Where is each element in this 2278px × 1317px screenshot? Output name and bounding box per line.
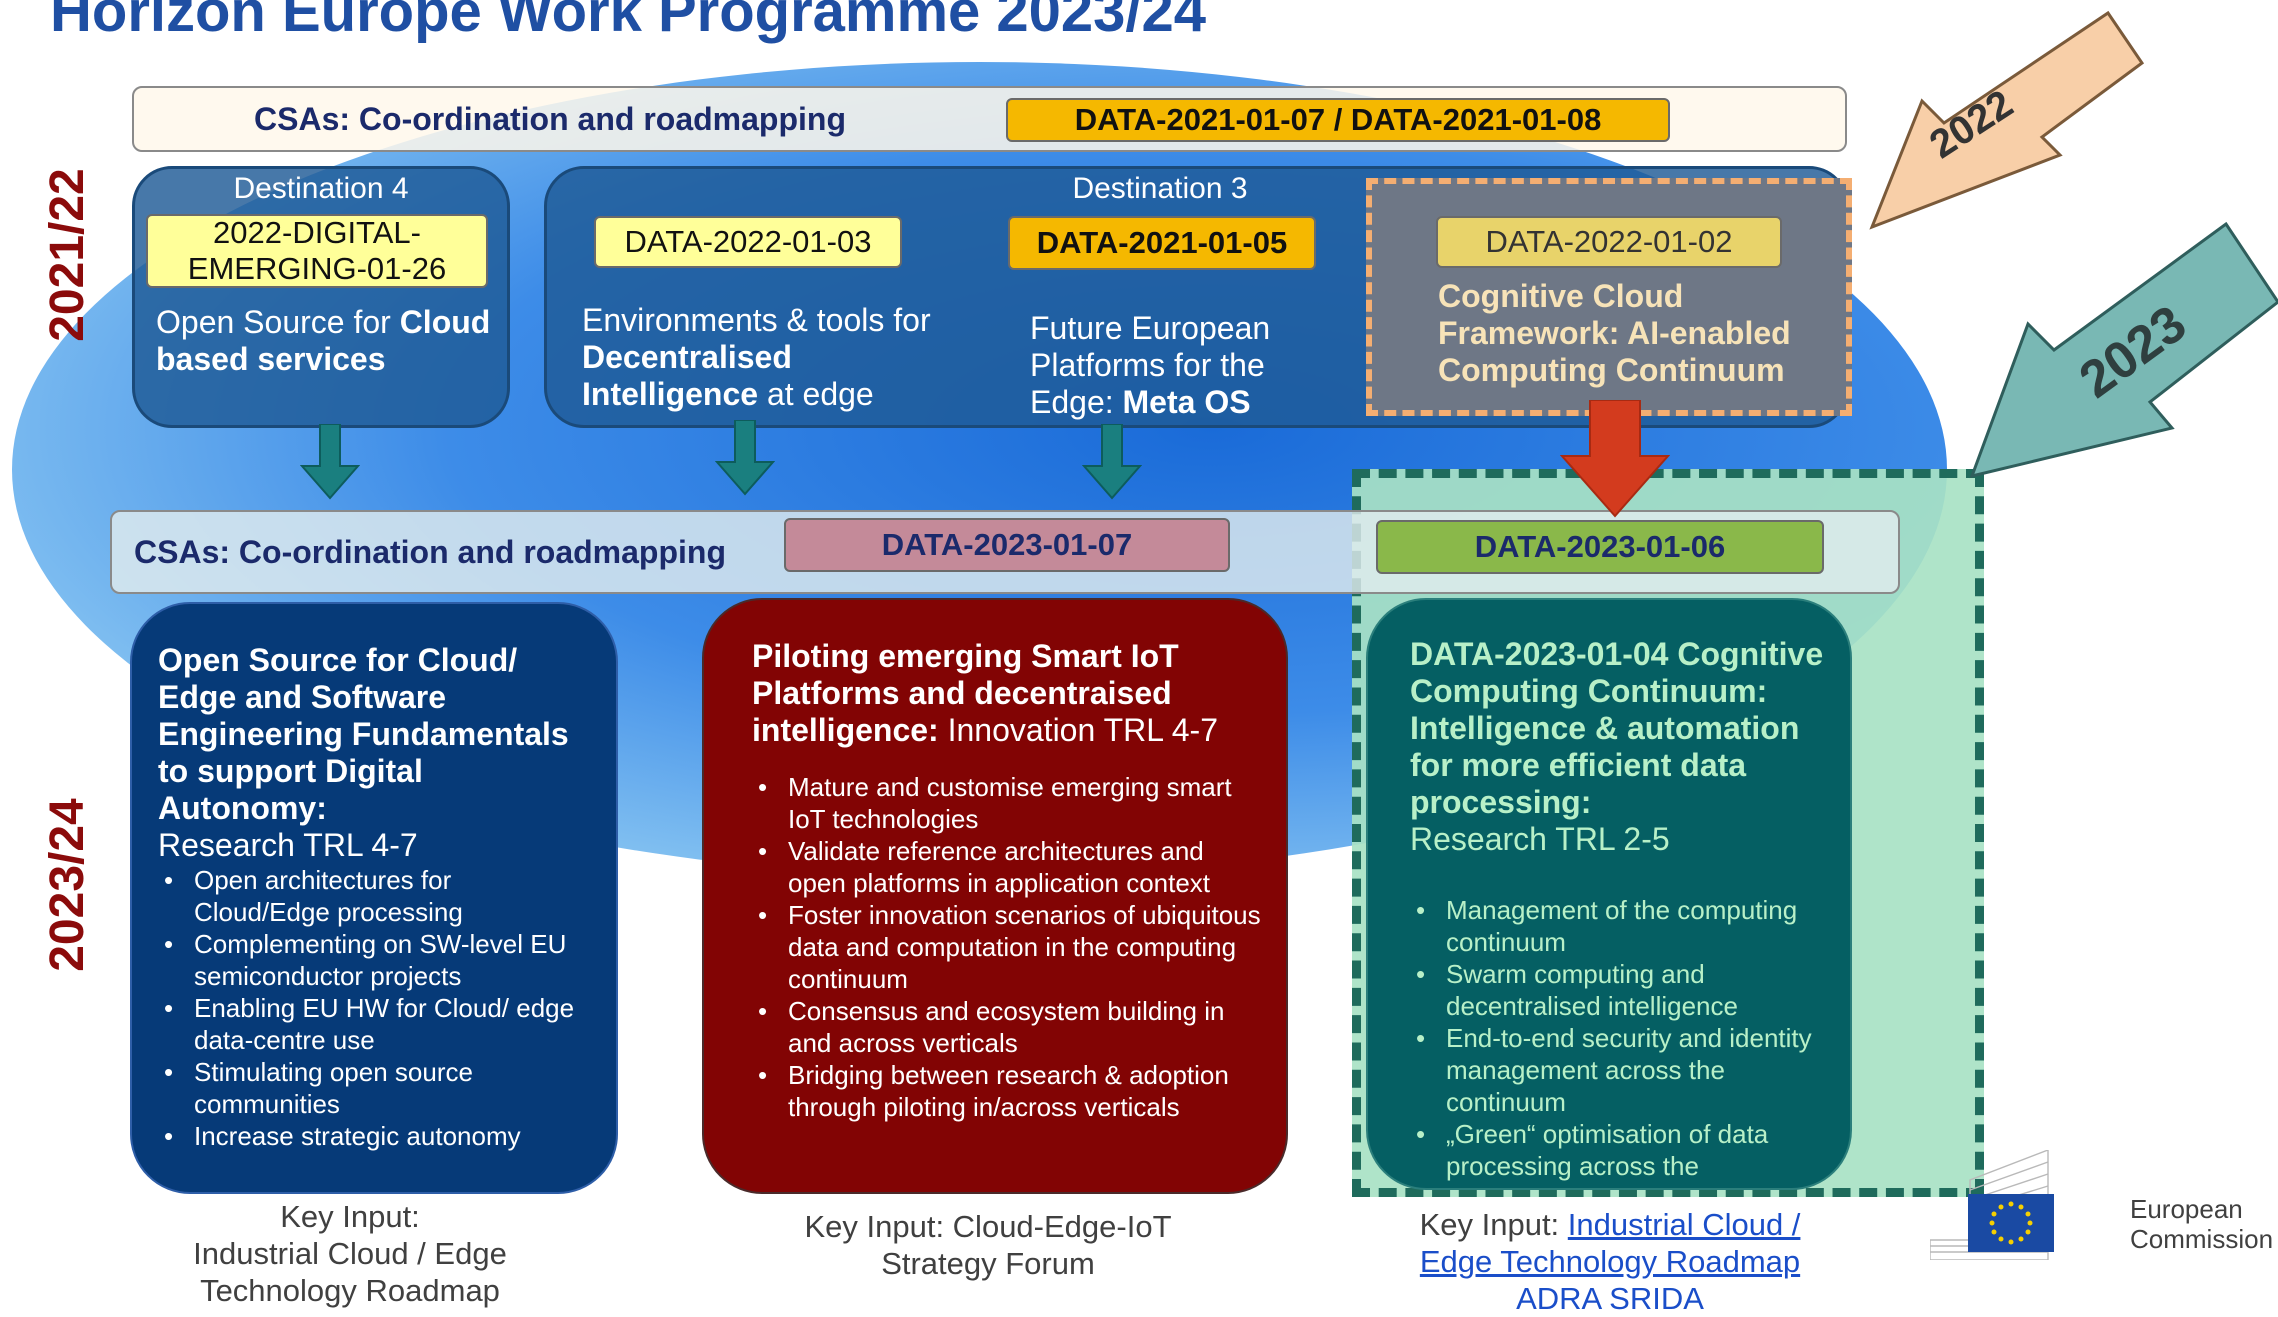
code-data-2021-01-07-08: DATA-2021-01-07 / DATA-2021-01-08 <box>1006 98 1670 142</box>
arrow-2023-icon <box>1969 221 2278 479</box>
box1-key-input: Key Input: Industrial Cloud / Edge Techn… <box>193 1199 507 1308</box>
list-item: Foster innovation scenarios of ubiquitou… <box>752 899 1262 995</box>
csa-bottom-label: CSAs: Co-ordination and roadmapping <box>134 533 726 570</box>
destination-3-item3-description: Cognitive Cloud Framework: AI-enabled Co… <box>1438 278 1791 388</box>
edge-technology-roadmap-link[interactable]: Edge Technology Roadmap <box>1419 1244 1801 1279</box>
box3-key-input: Key Input: Industrial Cloud / Edge Techn… <box>1419 1207 1801 1316</box>
list-item: Enabling EU HW for Cloud/ edge data-cent… <box>158 992 592 1056</box>
list-item: Increase strategic autonomy <box>158 1120 592 1152</box>
list-item: Validate reference architectures and ope… <box>752 835 1262 899</box>
list-item: Consensus and ecosystem building in and … <box>752 995 1262 1059</box>
box-piloting-smart-iot: Piloting emerging Smart IoT Platforms an… <box>702 598 1288 1194</box>
code-data-2023-01-06: DATA-2023-01-06 <box>1376 520 1824 574</box>
box3-bullet-list: Management of the computing continuum Sw… <box>1410 894 1830 1182</box>
box-cognitive-computing-continuum: DATA-2023-01-04 Cognitive Computing Cont… <box>1366 598 1852 1190</box>
list-item: „Green“ optimisation of data processing … <box>1410 1118 1830 1182</box>
list-item: Bridging between research & adoption thr… <box>752 1059 1262 1123</box>
code-data-2022-01-03: DATA-2022-01-03 <box>594 216 902 268</box>
destination-4-label: Destination 4 <box>233 172 409 205</box>
destination-4-box <box>132 166 510 428</box>
box2-heading: Piloting emerging Smart IoT Platforms an… <box>752 638 1218 748</box>
arrow-2022-icon <box>1869 10 2145 230</box>
page-title: Horizon Europe Work Programme 2023/24 <box>50 0 1207 44</box>
box2-bullet-list: Mature and customise emerging smart IoT … <box>752 771 1262 1123</box>
european-commission-logo: European Commission <box>1930 1150 2274 1270</box>
list-item: Swarm computing and decentralised intell… <box>1410 958 1830 1022</box>
ec-logo-text: European Commission <box>2130 1194 2274 1254</box>
list-item: Stimulating open source communities <box>158 1056 592 1120</box>
list-item: Open architectures for Cloud/Edge proces… <box>158 864 592 928</box>
industrial-cloud-link[interactable]: Industrial Cloud / <box>1567 1207 1801 1242</box>
year-label-2023-24: 2023/24 <box>41 798 94 972</box>
box-open-source-cloud-edge: Open Source for Cloud/ Edge and Software… <box>130 602 618 1194</box>
box2-key-input: Key Input: Cloud-Edge-IoT Strategy Forum <box>804 1209 1172 1281</box>
list-item: Mature and customise emerging smart IoT … <box>752 771 1262 835</box>
ec-building-icon <box>1930 1150 2054 1260</box>
box1-bullet-list: Open architectures for Cloud/Edge proces… <box>158 864 592 1152</box>
code-data-2021-01-05: DATA-2021-01-05 <box>1008 216 1316 270</box>
code-2022-digital-emerging: 2022-DIGITAL-EMERGING-01-26 <box>146 214 488 288</box>
csa-top-label: CSAs: Co-ordination and roadmapping <box>254 100 846 137</box>
destination-3-item2-description: Future European Platforms for the Edge: … <box>1030 310 1271 420</box>
destination-4-description: Open Source for Cloud based services <box>156 304 491 377</box>
destination-3-item1-description: Environments & tools for Decentralised I… <box>582 302 931 412</box>
list-item: End-to-end security and identity managem… <box>1410 1022 1830 1118</box>
list-item: Management of the computing continuum <box>1410 894 1830 958</box>
down-arrow-3-icon <box>1082 424 1142 500</box>
box1-subheading: Research TRL 4-7 <box>158 827 418 863</box>
red-down-arrow-icon <box>1560 400 1670 518</box>
down-arrow-1-icon <box>300 424 360 500</box>
box1-heading: Open Source for Cloud/ Edge and Software… <box>158 642 569 826</box>
destination-3-label: Destination 3 <box>1072 172 1248 205</box>
year-label-2021-22: 2021/22 <box>41 168 94 342</box>
list-item: Complementing on SW-level EU semiconduct… <box>158 928 592 992</box>
code-data-2022-01-02: DATA-2022-01-02 <box>1436 216 1782 268</box>
box3-heading: DATA-2023-01-04 Cognitive Computing Cont… <box>1410 636 1824 820</box>
code-data-2023-01-07: DATA-2023-01-07 <box>784 518 1230 572</box>
box3-subheading: Research TRL 2-5 <box>1410 821 1670 857</box>
down-arrow-2-icon <box>715 420 775 496</box>
